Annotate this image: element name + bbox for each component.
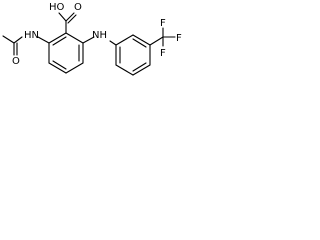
ring-a-double-3 <box>52 60 67 70</box>
ring-b-bond-5 <box>132 34 151 46</box>
atom-label-oh: HO <box>49 2 65 13</box>
bond-ring-a-amide-n <box>37 36 50 44</box>
bond-ring-a-nh <box>82 36 95 44</box>
ring-a-bond-1 <box>65 32 84 44</box>
ring-b-double-3 <box>132 38 147 48</box>
bond-carboxyl-c-oh <box>58 12 67 22</box>
bond-carboxyl-c-o-double-a <box>65 12 75 22</box>
ring-a-double-1 <box>52 36 67 46</box>
ring-b-bond-3 <box>132 64 151 76</box>
atom-label-amide-hn: HN <box>24 30 39 41</box>
ring-b-double-2 <box>132 62 147 72</box>
atom-label-nh: NH <box>92 30 107 41</box>
bond-amide-n-c <box>13 36 23 44</box>
ring-b-bond-2 <box>115 64 134 76</box>
ring-a-bond-4 <box>48 62 67 74</box>
bond-ring-b-cf3 <box>149 36 164 46</box>
atom-label-o-acid: O <box>74 2 82 13</box>
molecule-canvas: HO O NH F F F <box>0 0 192 118</box>
ring-a-bond-3 <box>65 62 84 74</box>
ring-b-bond-6 <box>115 34 134 46</box>
bond-nh-ring-b <box>109 40 117 46</box>
atom-label-f-bottom: F <box>160 48 166 59</box>
bond-carboxyl-c-o-double-b <box>67 14 77 24</box>
atom-label-amide-o: O <box>12 56 20 67</box>
structure-diagram: HO O NH F F F <box>2 2 182 76</box>
atom-label-f-right: F <box>176 33 182 44</box>
atom-label-f-top: F <box>160 18 166 29</box>
bond-amide-c-methyl <box>2 35 15 44</box>
ring-a-bond-6 <box>48 32 67 44</box>
